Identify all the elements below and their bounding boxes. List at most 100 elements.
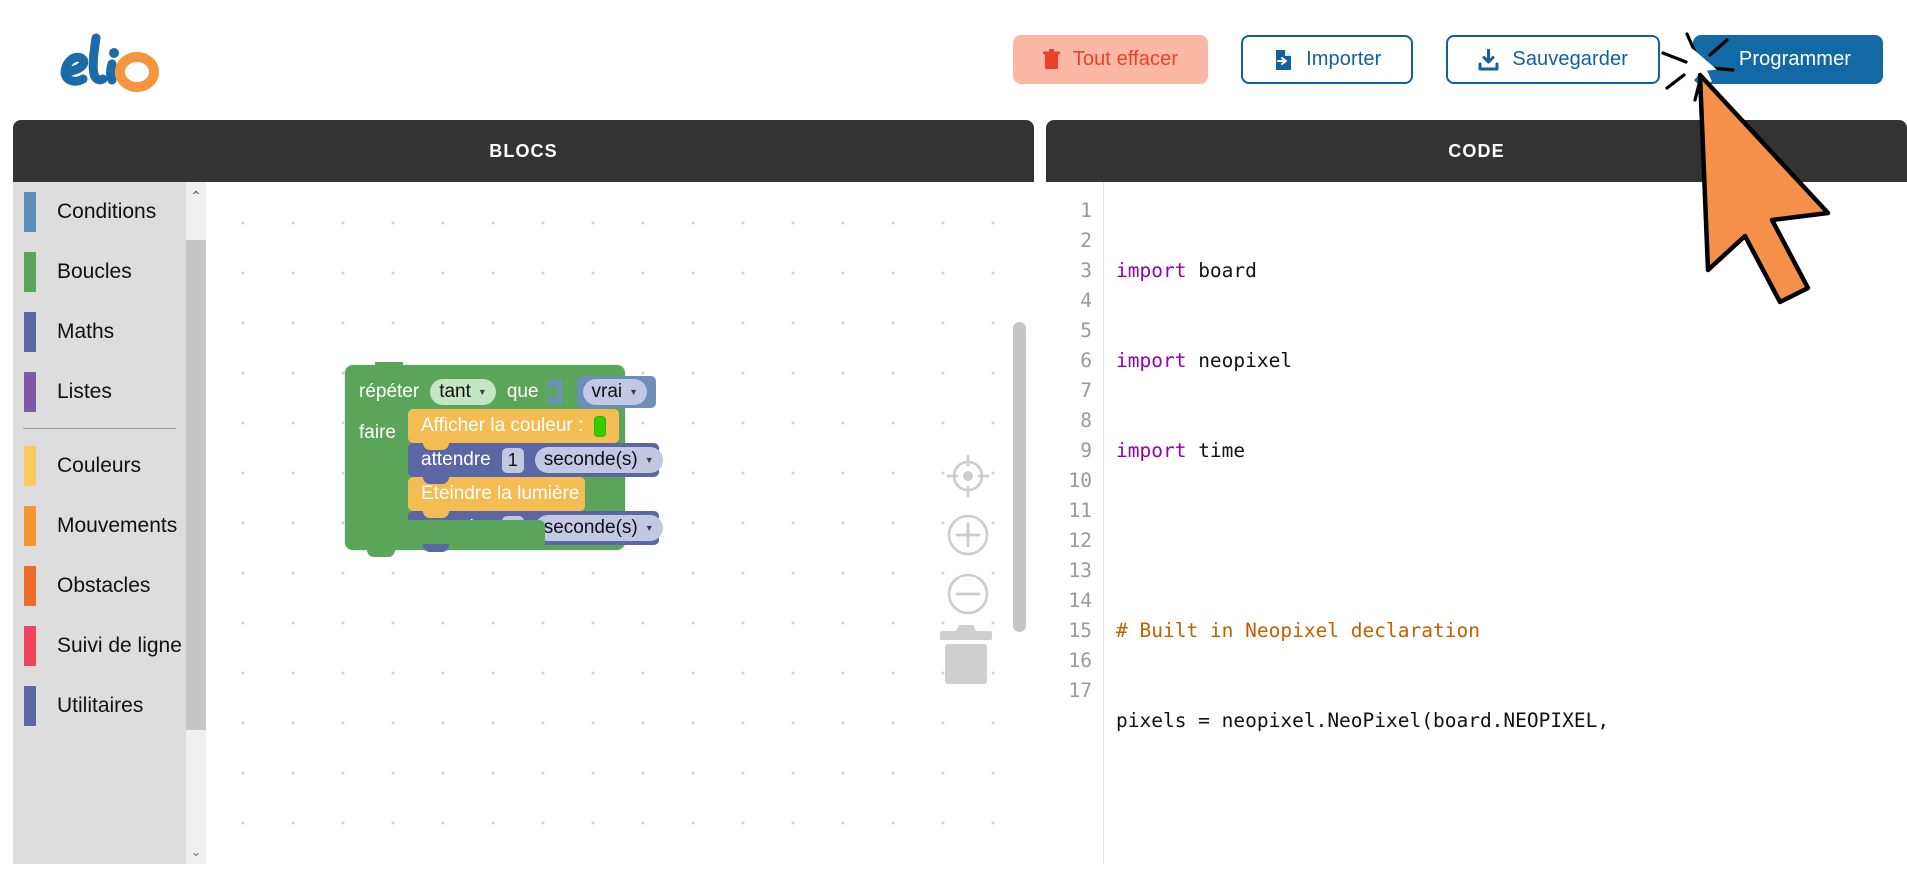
category-color-bar — [24, 372, 36, 412]
toolbox-item-utilitaires[interactable]: Utilitaires — [13, 676, 186, 736]
toolbox-item-label: Couleurs — [57, 454, 142, 477]
code-line: # Built in Neopixel declaration — [1116, 619, 1480, 642]
repeat-block-header: répéter tant ▼ que vrai ▼ — [359, 376, 657, 408]
wait-block-1[interactable]: attendre 1 seconde(s) ▼ — [408, 443, 663, 484]
code-content[interactable]: import board import neopixel import time… — [1116, 196, 1907, 864]
code-line: import board — [1116, 259, 1257, 282]
code-line: import time — [1116, 439, 1246, 462]
blocks-workspace[interactable]: répéter tant ▼ que vrai ▼ — [206, 182, 1034, 864]
chevron-down-icon: ▼ — [644, 523, 654, 533]
repeat-mode-dropdown[interactable]: tant ▼ — [430, 379, 496, 405]
code-line: pixels = neopixel.NeoPixel(board.NEOPIXE… — [1116, 709, 1610, 732]
toolbox-item-boucles[interactable]: Boucles — [13, 242, 186, 302]
code-editor[interactable]: 1 2 3 4 5 6 7 8 9 10 11 12 13 14 15 16 1… — [1046, 182, 1907, 864]
block-stack[interactable]: répéter tant ▼ que vrai ▼ — [345, 362, 663, 557]
toolbox-item-label: Suivi de ligne — [57, 634, 182, 657]
code-line: import neopixel — [1116, 349, 1293, 372]
repeat-body-label: faire — [359, 422, 396, 443]
boolean-dropdown[interactable]: vrai ▼ — [582, 379, 648, 405]
zoom-in-icon[interactable] — [944, 511, 992, 564]
wait-unit-value: seconde(s) — [543, 449, 638, 470]
toolbox-item-label: Obstacles — [57, 574, 151, 597]
workspace-controls — [944, 452, 992, 629]
category-color-bar — [24, 506, 36, 546]
line-number: 9 — [1080, 439, 1092, 462]
program-label: Programmer — [1738, 48, 1852, 70]
save-button[interactable]: Sauvegarder — [1446, 35, 1660, 84]
scroll-up-chevron-icon[interactable]: ⌃ — [190, 187, 202, 204]
line-number: 1 — [1080, 199, 1092, 222]
line-number: 7 — [1080, 379, 1092, 402]
category-color-bar — [24, 252, 36, 292]
toolbox-item-suivi-de-ligne[interactable]: Suivi de ligne — [13, 616, 186, 676]
toolbox-item-obstacles[interactable]: Obstacles — [13, 556, 186, 616]
toolbox-item-couleurs[interactable]: Couleurs — [13, 436, 186, 496]
scroll-down-chevron-icon[interactable]: ⌄ — [190, 844, 202, 859]
center-target-icon[interactable] — [944, 452, 992, 505]
chevron-down-icon: ▼ — [644, 455, 654, 465]
program-button[interactable]: Programmer — [1693, 35, 1883, 84]
import-button[interactable]: Importer — [1241, 35, 1414, 84]
import-label: Importer — [1306, 48, 1382, 70]
wait-value-input[interactable]: 1 — [501, 447, 524, 473]
line-number: 6 — [1080, 349, 1092, 372]
toolbox-item-label: Mouvements — [57, 514, 178, 537]
category-color-bar — [24, 192, 36, 232]
toolbox-scrollbar-thumb[interactable] — [186, 240, 206, 730]
repeat-while-block[interactable]: répéter tant ▼ que vrai ▼ — [345, 362, 663, 557]
wait-label: attendre — [421, 449, 491, 470]
workspace-vertical-scrollbar[interactable] — [1013, 322, 1026, 632]
color-swatch[interactable] — [594, 415, 606, 437]
line-number: 3 — [1080, 259, 1092, 282]
app-logo[interactable] — [52, 22, 162, 96]
category-color-bar — [24, 686, 36, 726]
toolbox-item-label: Utilitaires — [57, 694, 144, 717]
chevron-down-icon: ▼ — [477, 387, 487, 397]
code-panel: CODE 1 2 3 4 5 6 7 8 9 10 11 12 13 14 15… — [1046, 120, 1907, 864]
code-line-numbers: 1 2 3 4 5 6 7 8 9 10 11 12 13 14 15 16 1… — [1046, 196, 1098, 706]
line-number: 10 — [1068, 469, 1092, 492]
category-color-bar — [24, 626, 36, 666]
boolean-value: vrai — [591, 381, 623, 402]
boolean-value-block[interactable]: vrai ▼ — [576, 376, 657, 408]
condition-socket — [547, 377, 566, 407]
toolbox-item-mouvements[interactable]: Mouvements — [13, 496, 186, 556]
toolbox-item-label: Listes — [57, 380, 112, 403]
line-number: 13 — [1068, 559, 1092, 582]
line-number: 11 — [1068, 499, 1092, 522]
wait-unit-dropdown[interactable]: seconde(s) ▼ — [534, 447, 663, 473]
toolbox-item-maths[interactable]: Maths — [13, 302, 186, 362]
light-off-label: Eteindre la lumière — [421, 483, 580, 504]
category-color-bar — [24, 566, 36, 606]
code-panel-title: CODE — [1046, 120, 1907, 182]
repeat-keyword-label: répéter — [359, 381, 420, 402]
download-icon — [1478, 48, 1499, 71]
line-number: 4 — [1080, 289, 1092, 312]
line-number: 12 — [1068, 529, 1092, 552]
toolbar-buttons: Tout effacer Importer Sauvegarder — [1012, 35, 1883, 84]
code-line — [1116, 796, 1907, 826]
toolbox-separator — [23, 428, 176, 429]
trash-icon — [1042, 49, 1060, 70]
line-number: 8 — [1080, 409, 1092, 432]
repeat-mode-value: tant — [439, 381, 471, 402]
toolbox-item-listes[interactable]: Listes — [13, 362, 186, 422]
toolbox-scrollbar[interactable]: ⌃ ⌄ — [186, 182, 206, 864]
import-file-icon — [1273, 49, 1293, 71]
wait-unit-dropdown[interactable]: seconde(s) ▼ — [534, 515, 663, 541]
category-color-bar — [24, 312, 36, 352]
line-number: 15 — [1068, 619, 1092, 642]
light-off-block[interactable]: Eteindre la lumière — [408, 477, 585, 518]
toolbox-item-conditions[interactable]: Conditions — [13, 182, 186, 242]
block-top-notch — [375, 362, 403, 370]
line-number: 5 — [1080, 319, 1092, 342]
show-color-block[interactable]: Afficher la couleur : — [408, 409, 619, 450]
chevron-down-icon: ▼ — [629, 387, 639, 397]
workspace-trash-icon[interactable] — [938, 622, 994, 689]
zoom-out-icon[interactable] — [944, 570, 992, 623]
save-label: Sauvegarder — [1512, 48, 1628, 70]
blocks-panel-title: BLOCS — [13, 120, 1034, 182]
category-color-bar — [24, 446, 36, 486]
repeat-connector-label: que — [506, 381, 539, 402]
clear-all-button[interactable]: Tout effacer — [1012, 35, 1209, 84]
